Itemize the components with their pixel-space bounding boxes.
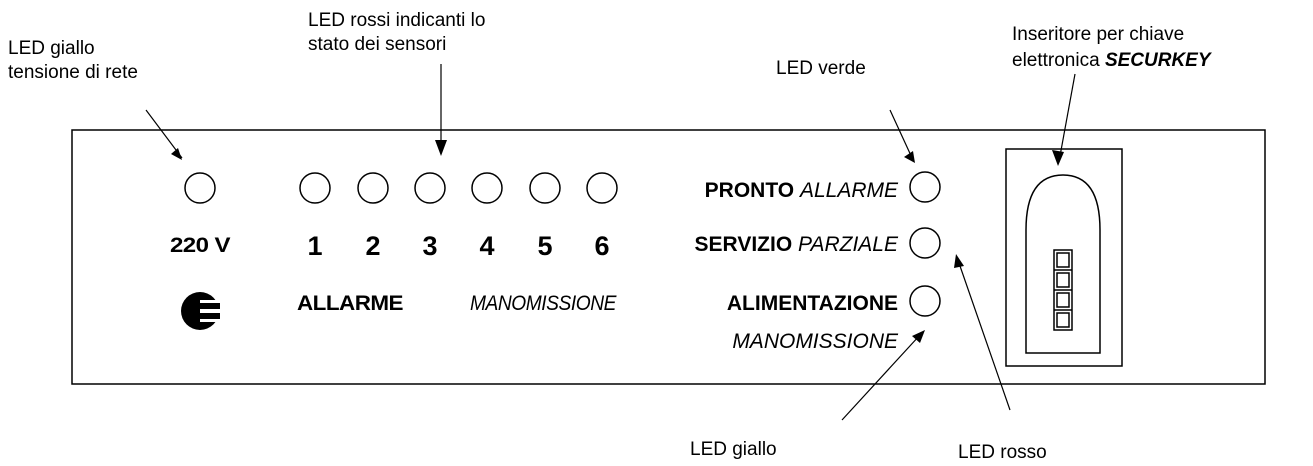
- status-row-2-label: SERVIZIO PARZIALE: [695, 233, 899, 256]
- led-sensor-5: [529, 172, 561, 204]
- callout-inseritore-line1: Inseritore per chiave: [1012, 24, 1184, 45]
- sensor-number-5: 5: [537, 231, 552, 261]
- securkey-slot-icon: [1005, 148, 1123, 367]
- arrowhead-led-giallo-rete: [171, 148, 182, 160]
- callout-securkey-brand: SECURKEY: [1105, 50, 1213, 71]
- leader-led-rosso-bottom: [959, 265, 1011, 411]
- callout-led-rossi-line1: LED rossi indicanti lo: [308, 10, 485, 31]
- status-rows: PRONTO ALLARME SERVIZIO PARZIALE ALIMENT…: [695, 179, 899, 353]
- led-sensor-6: [586, 172, 618, 204]
- led-sensor-2: [357, 172, 389, 204]
- status-row-1-label: PRONTO ALLARME: [705, 179, 899, 202]
- label-220v: 220 V: [170, 234, 231, 257]
- sensor-number-1: 1: [307, 231, 322, 261]
- arrowhead-led-verde: [904, 151, 915, 163]
- callout-led-rosso-bottom: LED rosso: [958, 442, 1047, 463]
- leader-lines: [145, 64, 1076, 421]
- callout-led-giallo-rete-line1: LED giallo: [8, 38, 95, 59]
- callout-led-rossi-line2: stato dei sensori: [308, 34, 446, 55]
- arrowheads: [171, 140, 1064, 343]
- sensor-number-6: 6: [594, 231, 609, 261]
- panel-frame: [71, 129, 1266, 385]
- arrowhead-inseritore: [1052, 150, 1064, 166]
- circle-e-logo-icon: [181, 292, 220, 330]
- label-allarme: ALLARME: [297, 292, 404, 315]
- led-220v: [184, 172, 216, 204]
- callout-led-giallo-bottom: LED giallo: [690, 439, 777, 460]
- label-manomissione: MANOMISSIONE: [470, 292, 617, 315]
- sensor-numbers: 1 2 3 4 5 6: [307, 231, 609, 261]
- key-slot-frame: [1005, 148, 1123, 367]
- led-verde-pronto: [909, 171, 941, 203]
- status-alimentazione: ALIMENTAZIONE: [727, 292, 898, 315]
- callout-inseritore-line2: elettronica SECURKEY: [1012, 50, 1213, 71]
- callout-led-verde: LED verde: [776, 58, 866, 79]
- status-servizio: SERVIZIO: [695, 233, 793, 256]
- led-rosso-servizio: [909, 227, 941, 259]
- status-manomissione: MANOMISSIONE: [732, 330, 899, 353]
- arrowhead-led-rossi: [435, 140, 447, 156]
- leader-led-verde: [889, 109, 914, 161]
- leader-led-giallo-bottom: [841, 334, 921, 421]
- status-leds: [909, 171, 941, 317]
- sensor-number-3: 3: [422, 231, 437, 261]
- status-allarme: ALLARME: [798, 179, 899, 202]
- status-pronto: PRONTO: [705, 179, 794, 202]
- sensor-leds: [299, 172, 618, 204]
- callout-inseritore-prefix: elettronica: [1012, 50, 1105, 71]
- sensor-number-4: 4: [479, 231, 494, 261]
- led-sensor-1: [299, 172, 331, 204]
- leader-inseritore: [1059, 73, 1076, 157]
- led-giallo-alimentazione: [909, 285, 941, 317]
- callout-led-giallo-rete-line2: tensione di rete: [8, 62, 138, 83]
- led-sensor-4: [471, 172, 503, 204]
- sensor-number-2: 2: [365, 231, 380, 261]
- arrowhead-led-rosso-bottom: [954, 254, 964, 268]
- key-slot-outline: [1025, 174, 1101, 354]
- status-parziale: PARZIALE: [798, 233, 899, 256]
- arrowhead-led-giallo-bottom: [912, 330, 925, 343]
- led-sensor-3: [414, 172, 446, 204]
